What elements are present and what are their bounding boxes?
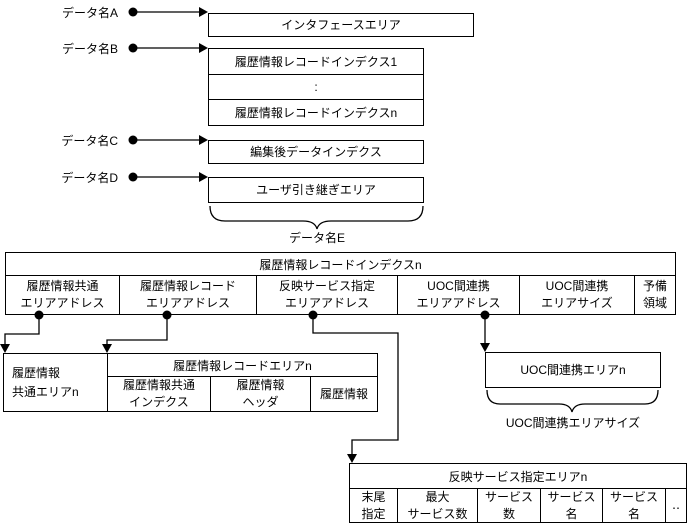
record-col-common-index: 履歴情報共通 インデクス (108, 377, 211, 411)
interface-area-label: インタフェースエリア (281, 17, 401, 32)
pointer-label-a: データ名A (61, 6, 118, 20)
history-index-n-row: 履歴情報レコードインデクスn (209, 99, 423, 125)
arrowhead-down-common-icon (0, 344, 10, 353)
brace-e (209, 205, 424, 230)
arrowhead-down-record-icon (102, 344, 112, 353)
arrowhead-right-c-icon (199, 135, 208, 145)
brace-uoc (486, 389, 659, 413)
history-index-stack: 履歴情報レコードインデクス1 : 履歴情報レコードインデクスn (208, 48, 424, 126)
service-col-max-count: 最大 サービス数 (398, 489, 478, 522)
history-record-index-table-columns: 履歴情報共通 エリアアドレス 履歴情報レコード エリアアドレス 反映サービス指定… (6, 276, 675, 314)
arrowhead-right-b-icon (199, 43, 208, 53)
brace-e-label: データ名E (288, 231, 345, 245)
service-designation-table-columns: 末尾 指定 最大 サービス数 サービス 数 サービス 名 サービス 名 ‥ (350, 489, 686, 522)
connector-record-area (106, 315, 168, 346)
service-col-count: サービス 数 (478, 489, 541, 522)
history-record-index-table-title: 履歴情報レコードインデクスn (6, 253, 675, 276)
history-common-area-box: 履歴情報 共通エリアn (3, 353, 108, 412)
pointer-dot-d-icon (128, 172, 138, 182)
history-index-1-row: 履歴情報レコードインデクス1 (234, 54, 398, 69)
index-col-common-address: 履歴情報共通 エリアアドレス (6, 276, 120, 314)
history-record-index-table: 履歴情報レコードインデクスn 履歴情報共通 エリアアドレス 履歴情報レコード エ… (5, 252, 676, 315)
arrowhead-right-d-icon (199, 172, 208, 182)
connector-common-area (4, 315, 40, 346)
pointer-dot-b-icon (128, 43, 138, 53)
index-col-uoc-address: UOC間連携 エリアアドレス (398, 276, 520, 314)
index-col-record-address: 履歴情報レコード エリアアドレス (120, 276, 257, 314)
service-designation-table-title: 反映サービス指定エリアn (350, 464, 686, 489)
uoc-brace-label: UOC間連携エリアサイズ (505, 416, 641, 430)
edited-data-index-box: 編集後データインデクス (208, 140, 424, 164)
history-record-area-table-columns: 履歴情報共通 インデクス 履歴情報 ヘッダ 履歴情報 (108, 377, 377, 411)
service-col-tail: 末尾 指定 (350, 489, 398, 522)
interface-area-box: インタフェースエリア (208, 13, 474, 37)
record-col-header: 履歴情報 ヘッダ (211, 377, 311, 411)
pointer-label-c: データ名C (61, 134, 118, 148)
service-designation-table: 反映サービス指定エリアn 末尾 指定 最大 サービス数 サービス 数 サービス … (349, 463, 687, 523)
uoc-link-area-box: UOC間連携エリアn (485, 352, 661, 388)
record-col-history-info: 履歴情報 (319, 386, 368, 401)
user-handover-area-label: ユーザ引き継ぎエリア (256, 182, 376, 197)
user-handover-area-box: ユーザ引き継ぎエリア (208, 177, 424, 203)
pointer-dot-a-icon (128, 7, 138, 17)
ellipsis-row: : (209, 73, 423, 100)
index-col-reserved: 予備 領域 (642, 279, 667, 310)
edited-data-index-label: 編集後データインデクス (250, 144, 382, 159)
arrowhead-right-a-icon (199, 7, 208, 17)
history-record-area-table-title: 履歴情報レコードエリアn (108, 354, 377, 377)
pointer-dot-c-icon (128, 135, 138, 145)
index-col-uoc-size: UOC間連携 エリアサイズ (520, 276, 635, 314)
service-col-name-2: サービス 名 (603, 489, 666, 522)
history-record-area-table: 履歴情報レコードエリアn 履歴情報共通 インデクス 履歴情報 ヘッダ 履歴情報 (107, 353, 378, 412)
uoc-link-area-label: UOC間連携エリアn (520, 362, 626, 377)
service-col-continuation: ‥ (671, 498, 680, 512)
arrowhead-down-uoc-icon (480, 343, 490, 352)
arrowhead-down-service-icon (347, 454, 357, 463)
index-col-service-address: 反映サービス指定 エリアアドレス (257, 276, 398, 314)
pointer-label-b: データ名B (61, 42, 118, 56)
service-col-name-1: サービス 名 (541, 489, 603, 522)
pointer-label-d: データ名D (61, 171, 118, 185)
